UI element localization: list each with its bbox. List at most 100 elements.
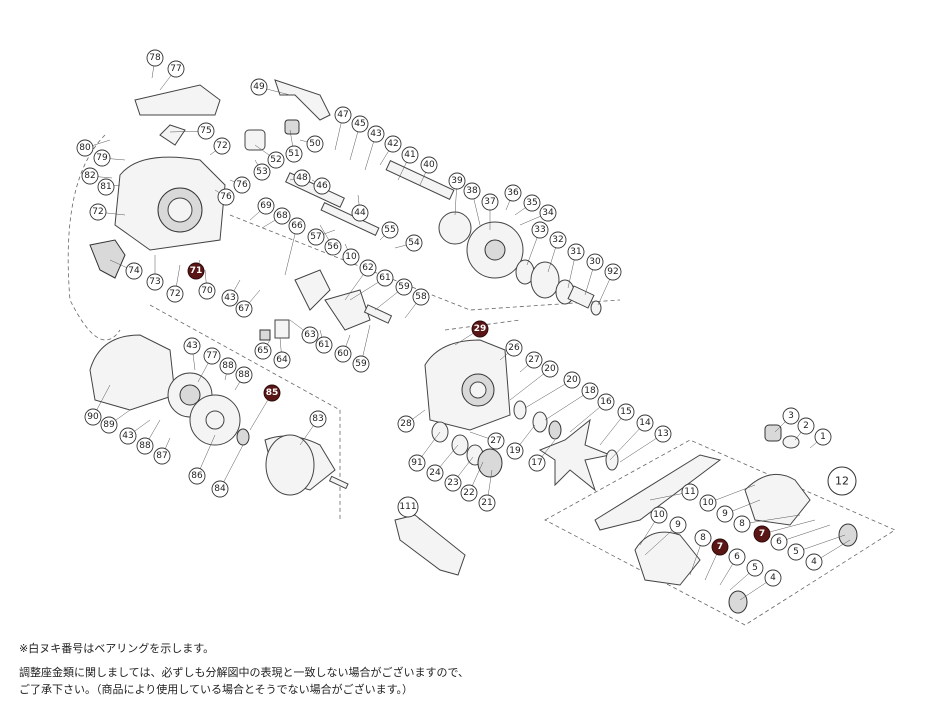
part-number: 64 — [276, 355, 288, 365]
part-callout: 91 — [408, 454, 426, 472]
part-number: 37 — [484, 197, 495, 207]
bearing-part-callout: 71 — [187, 262, 205, 280]
part-number: 6 — [734, 552, 740, 562]
part-number: 9 — [722, 509, 728, 519]
part-callout: 44 — [351, 204, 369, 222]
part-callout: 15 — [617, 403, 635, 421]
part-callout: 76 — [233, 176, 251, 194]
part-callout: 64 — [273, 351, 291, 369]
part-callout: 10 — [699, 494, 717, 512]
part-callout: 88 — [136, 437, 154, 455]
part-number: 8 — [700, 533, 706, 543]
part-number: 36 — [507, 188, 519, 198]
part-number: 5 — [793, 547, 799, 557]
part-number: 42 — [387, 139, 398, 149]
part-callout: 52 — [267, 151, 285, 169]
part-callout: 48 — [293, 169, 311, 187]
part-callout: 53 — [253, 163, 271, 181]
part-number: 67 — [238, 304, 249, 314]
part-number: 35 — [526, 198, 537, 208]
part-number: 46 — [316, 181, 328, 191]
part-callout: 42 — [384, 135, 402, 153]
part-callout: 13 — [654, 425, 672, 443]
part-callout: 6 — [770, 533, 788, 551]
part-callout: 78 — [146, 49, 164, 67]
part-number: 2 — [803, 421, 809, 431]
part-number: 10 — [702, 498, 714, 508]
part-callout: 9 — [716, 505, 734, 523]
part-number: 45 — [354, 119, 365, 129]
part-callout: 33 — [531, 221, 549, 239]
part-callout: 92 — [604, 263, 622, 281]
part-number: 81 — [100, 182, 111, 192]
part-callout: 8 — [733, 515, 751, 533]
part-number: 88 — [222, 361, 234, 371]
part-number: 1 — [820, 432, 826, 442]
part-number: 44 — [354, 208, 366, 218]
part-callout: 4 — [805, 553, 823, 571]
part-callout: 18 — [581, 382, 599, 400]
part-callout: 37 — [481, 193, 499, 211]
part-callout: 46 — [313, 177, 331, 195]
part-number: 34 — [542, 208, 554, 218]
note-washer-disclaimer: 調整座金類に関しましては、必ずしも分解図中の表現と一致しない場合がございますので… — [19, 666, 470, 679]
bearing-part-callout: 7 — [711, 538, 729, 556]
part-number: 11 — [684, 487, 695, 497]
part-number: 24 — [429, 468, 441, 478]
part-callout: 31 — [567, 243, 585, 261]
part-number: 32 — [552, 235, 563, 245]
part-callout: 28 — [397, 415, 415, 433]
part-number: 10 — [653, 510, 665, 520]
part-number: 71 — [190, 266, 203, 276]
part-number: 4 — [770, 573, 776, 583]
part-number: 77 — [206, 351, 217, 361]
part-callout: 38 — [463, 182, 481, 200]
note-washer-disclaimer-cont: ご了承下さい。（商品により使用している場合とそうでない場合がございます。） — [19, 683, 414, 696]
part-callout: 77 — [203, 347, 221, 365]
part-number: 50 — [309, 139, 321, 149]
part-number: 76 — [236, 180, 248, 190]
part-callout: 30 — [586, 253, 604, 271]
part-callout: 59 — [352, 355, 370, 373]
leader-line — [795, 534, 846, 553]
part-number: 90 — [87, 412, 99, 422]
part-callout: 1 — [814, 428, 832, 446]
part-number: 48 — [296, 173, 308, 183]
part-callout: 49 — [250, 78, 268, 96]
part-callout: 57 — [307, 228, 325, 246]
part-callout: 10 — [650, 506, 668, 524]
part-callout: 77 — [167, 60, 185, 78]
part-callout: 88 — [235, 366, 253, 384]
part-number: 51 — [288, 149, 299, 159]
part-callout: 17 — [528, 454, 546, 472]
part-number: 23 — [447, 478, 458, 488]
part-number: 20 — [544, 364, 556, 374]
part-number: 13 — [657, 429, 668, 439]
part-number: 72 — [169, 289, 180, 299]
leader-lines — [84, 57, 851, 601]
part-number: 33 — [534, 225, 545, 235]
note-bearing-legend: ※白ヌキ番号はベアリングを示します。 — [19, 642, 215, 655]
part-callout: 24 — [426, 464, 444, 482]
part-number: 88 — [139, 441, 151, 451]
part-number: 111 — [399, 502, 416, 512]
part-callout: 54 — [405, 234, 423, 252]
part-callout: 40 — [420, 156, 438, 174]
part-number: 79 — [96, 153, 108, 163]
part-callout: 3 — [782, 407, 800, 425]
part-number: 61 — [318, 340, 329, 350]
part-number: 68 — [276, 211, 288, 221]
part-number: 72 — [216, 141, 227, 151]
part-number: 27 — [490, 436, 501, 446]
part-callout: 5 — [746, 559, 764, 577]
part-callout: 60 — [334, 345, 352, 363]
part-number: 85 — [266, 388, 279, 398]
part-number: 74 — [128, 266, 140, 276]
part-number: 65 — [257, 346, 268, 356]
part-callout: 10 — [342, 248, 360, 266]
part-number: 88 — [238, 370, 250, 380]
leader-line — [609, 422, 646, 461]
part-number: 5 — [752, 563, 758, 573]
part-number: 91 — [411, 458, 422, 468]
